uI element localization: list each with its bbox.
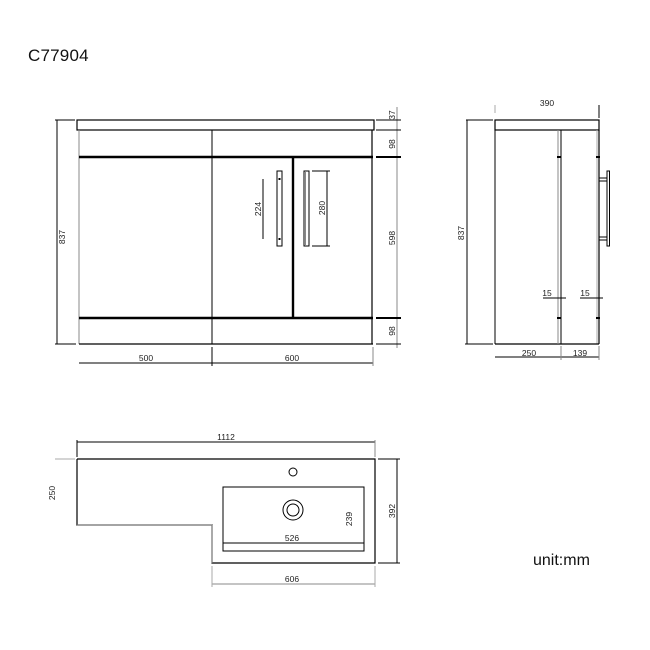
top-thickness-label: 37 bbox=[387, 110, 397, 120]
front-view bbox=[55, 107, 401, 366]
door-height-label: 598 bbox=[387, 231, 397, 245]
front-height-label: 837 bbox=[57, 230, 67, 244]
product-code: C77904 bbox=[28, 46, 89, 65]
basin-section-width-label: 606 bbox=[285, 574, 299, 584]
left-width-label: 500 bbox=[139, 353, 153, 363]
top-view-labels: 1112 250 392 526 239 606 bbox=[47, 432, 397, 584]
body-depth-label: 250 bbox=[522, 348, 536, 358]
drawer-bottom-label: 98 bbox=[387, 326, 397, 336]
side-height-label: 837 bbox=[456, 226, 466, 240]
basin-width-label: 526 bbox=[285, 533, 299, 543]
side-depth-label: 390 bbox=[540, 98, 554, 108]
front-view-labels: 837 37 98 598 98 500 600 224 280 bbox=[57, 110, 397, 363]
right-depth-label: 392 bbox=[387, 504, 397, 518]
handle-left-label: 224 bbox=[253, 202, 263, 216]
top-view bbox=[55, 440, 400, 587]
handle-right-label: 280 bbox=[317, 201, 327, 215]
unit-label: unit:mm bbox=[533, 552, 590, 569]
drawer-top-label: 98 bbox=[387, 139, 397, 149]
right-width-label: 600 bbox=[285, 353, 299, 363]
door-depth-label: 139 bbox=[573, 348, 587, 358]
side-view-labels: 390 837 15 15 250 139 bbox=[456, 98, 590, 358]
gap-right-label: 15 bbox=[580, 288, 590, 298]
left-depth-label: 250 bbox=[47, 486, 57, 500]
side-view bbox=[465, 105, 610, 360]
overall-width-label: 1112 bbox=[217, 432, 235, 442]
basin-depth-label: 239 bbox=[344, 512, 354, 526]
gap-left-label: 15 bbox=[542, 288, 552, 298]
